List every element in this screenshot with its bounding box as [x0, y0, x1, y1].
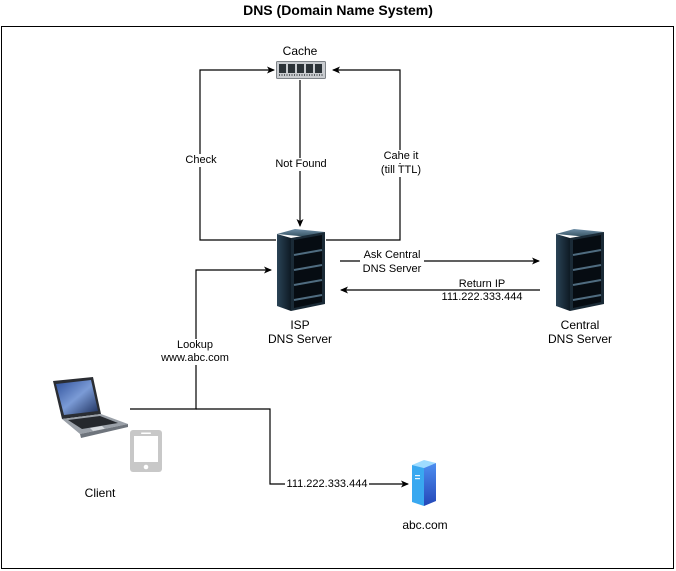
edge-label-cache-it-line1: Cahe it: [378, 150, 424, 163]
central-dns-label-line2: DNS Server: [547, 332, 612, 346]
website-label: abc.com: [402, 518, 448, 532]
edge-connect-ip: [196, 408, 409, 488]
edge-label-return-ip-line1: Return IP: [458, 278, 506, 290]
laptop-icon[interactable]: [50, 376, 130, 442]
edge-label-connect-ip: 111.222.333.444: [285, 478, 369, 491]
edge-label-check: Check: [182, 154, 220, 167]
isp-dns-label-line1: ISP: [290, 318, 310, 332]
edge-label-not-found: Not Found: [272, 158, 330, 171]
isp-dns-label-line2: DNS Server: [267, 332, 332, 346]
edge-label-ask-central-line2: DNS Server: [362, 263, 422, 275]
diagram-frame: [1, 26, 674, 569]
edge-label-lookup-line1: Lookup: [158, 339, 232, 352]
edge-label-ask-central-line1: Ask Central: [360, 249, 424, 262]
cache-label: Cache: [282, 44, 318, 58]
mobile-phone-icon[interactable]: [130, 430, 162, 472]
website-server-tower-icon[interactable]: [410, 459, 438, 507]
edge-label-lookup-line2: www.abc.com: [158, 352, 232, 365]
central-dns-label-line1: Central: [560, 318, 600, 332]
central-server-rack-icon[interactable]: [554, 228, 606, 312]
edge-label-cache-it-line2: (till TTL): [378, 164, 424, 177]
edge-label-return-ip-line2: 111.222.333.444: [440, 291, 524, 304]
isp-server-rack-icon[interactable]: [275, 228, 327, 312]
client-label: Client: [84, 486, 116, 500]
diagram-title: DNS (Domain Name System): [243, 2, 433, 18]
memory-ram-icon[interactable]: [276, 61, 326, 80]
